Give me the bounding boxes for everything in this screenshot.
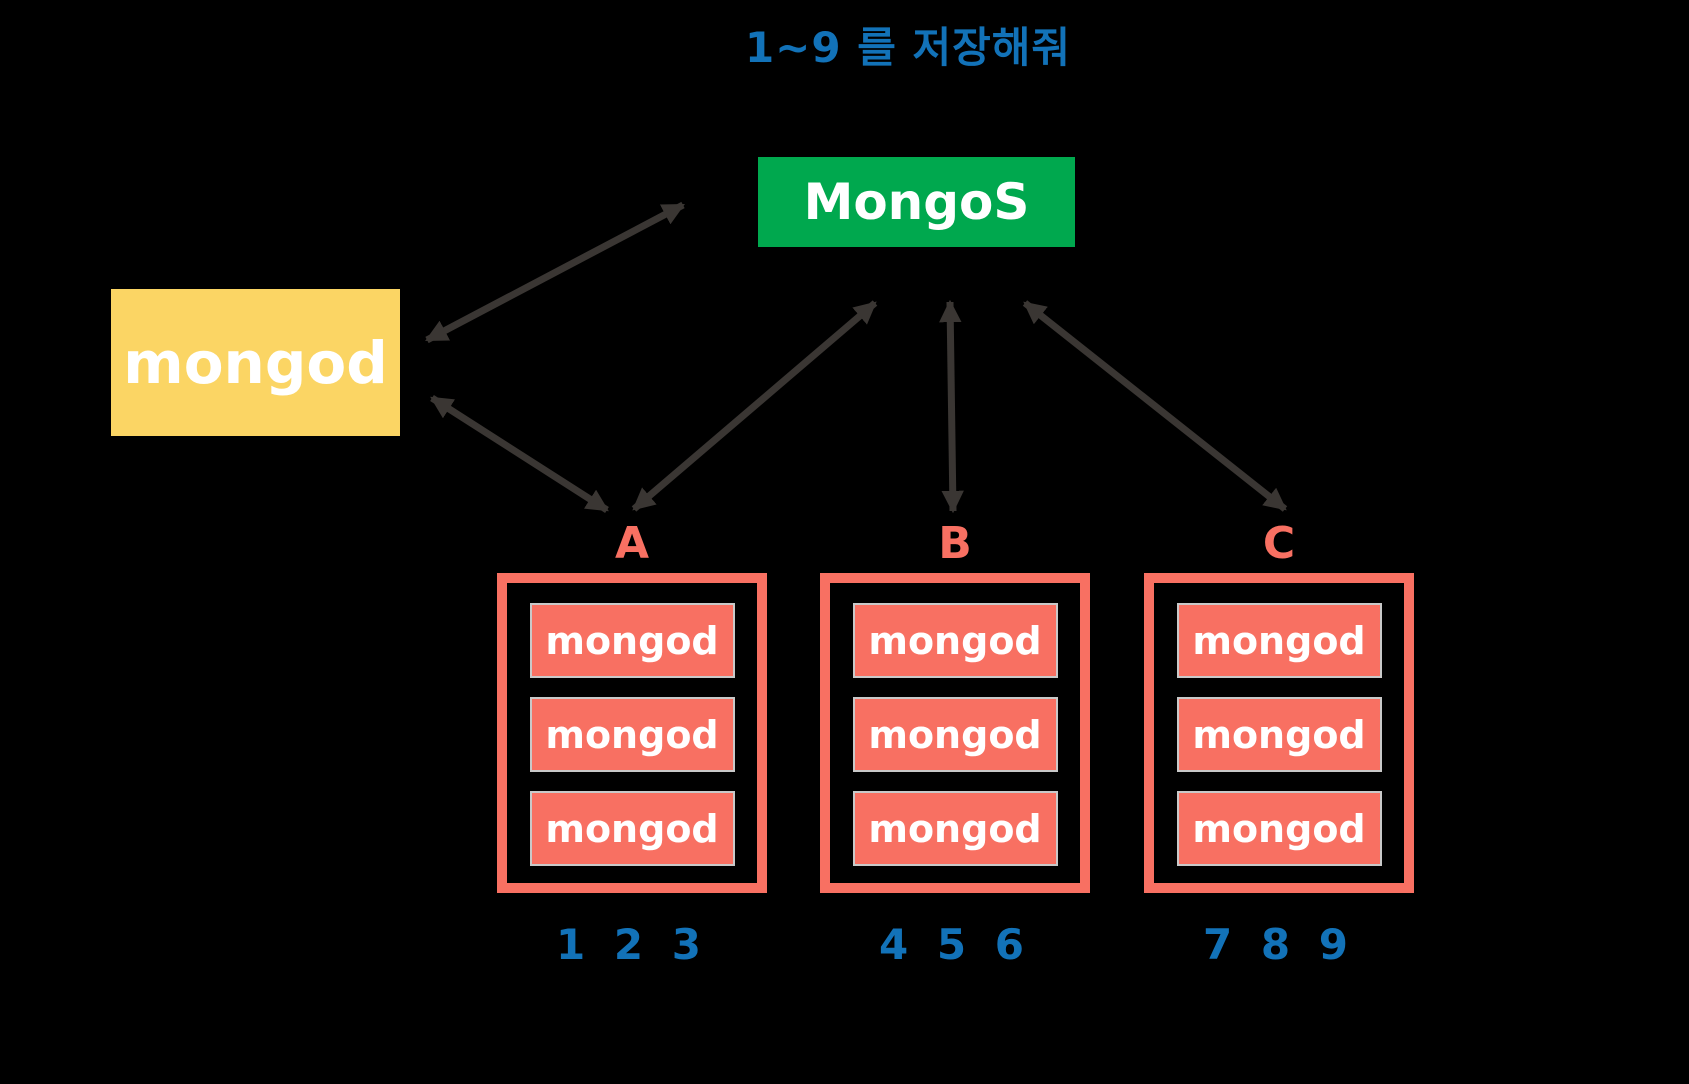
shard-b-label: B	[938, 518, 972, 569]
arrow-mongos-shard-b	[939, 299, 964, 514]
shard-c-box: mongod mongod mongod	[1144, 573, 1414, 893]
shard-a-group: A mongod mongod mongod 1 2 3	[497, 522, 767, 969]
shard-a-label: A	[614, 518, 650, 569]
shard-c-member-1: mongod	[1176, 603, 1382, 678]
shard-a-member-1: mongod	[529, 603, 735, 678]
shard-a-box: mongod mongod mongod	[497, 573, 767, 893]
diagram-title: 1~9 를 저장해줘	[744, 23, 1072, 72]
arrow-mongos-shard-c	[1022, 300, 1288, 512]
shard-c-member-2: mongod	[1176, 697, 1382, 772]
shard-b-member-1: mongod	[852, 603, 1058, 678]
arrow-mongos-shard-a	[631, 300, 878, 512]
shard-b-data-range: 4 5 6	[879, 920, 1031, 969]
arrow-config-mongod-mongos	[425, 201, 685, 344]
shard-a-data-range: 1 2 3	[556, 920, 708, 969]
shard-c-member-3: mongod	[1176, 791, 1382, 866]
shard-c-label: C	[1262, 518, 1296, 569]
mongos-node: MongoS	[758, 157, 1075, 247]
shard-b-member-2: mongod	[852, 697, 1058, 772]
shard-b-group: B mongod mongod mongod 4 5 6	[820, 522, 1090, 969]
shard-a-member-3: mongod	[529, 791, 735, 866]
shard-b-box: mongod mongod mongod	[820, 573, 1090, 893]
shard-c-group: C mongod mongod mongod 7 8 9	[1144, 522, 1414, 969]
config-mongod-node: mongod	[111, 289, 400, 436]
shard-b-member-3: mongod	[852, 791, 1058, 866]
shard-c-data-range: 7 8 9	[1203, 920, 1355, 969]
arrow-config-mongod-shard-a	[430, 395, 609, 513]
shard-a-member-2: mongod	[529, 697, 735, 772]
